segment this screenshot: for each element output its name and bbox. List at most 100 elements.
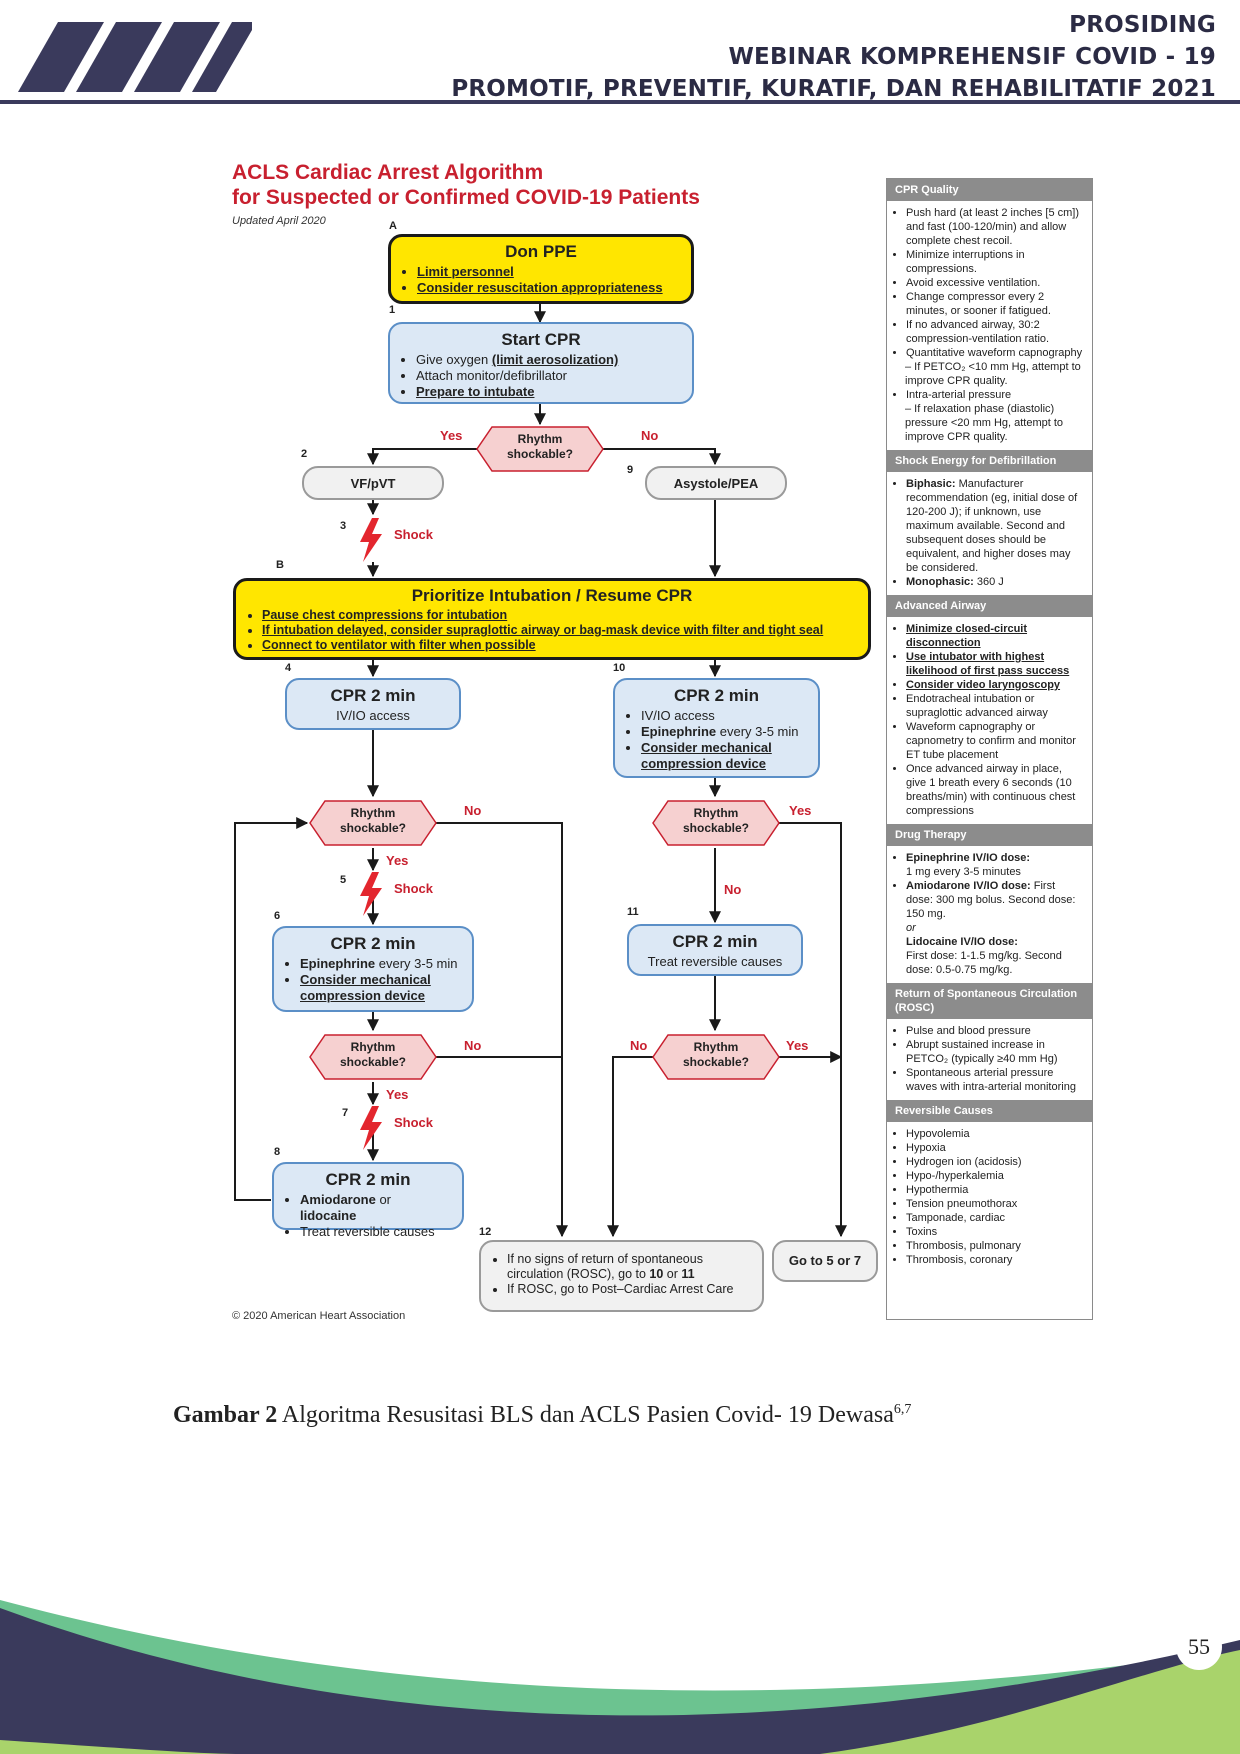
footer-wave-decoration [0,1600,1240,1754]
list-item: Consider mechanical compression device [300,972,460,1004]
header-subtitle-2: PROMOTIF, PREVENTIF, KURATIF, DAN REHABI… [451,76,1216,102]
rhythm-decision-diamond [309,800,437,846]
section-body: Minimize closed-circuit disconnection Us… [887,617,1092,824]
prioritize-intubation-box: Prioritize Intubation / Resume CPR Pause… [233,578,871,660]
header-stripes-logo [18,22,252,92]
rhythm-decision-diamond [309,1034,437,1080]
box-title: Don PPE [505,242,577,261]
section-heading: Shock Energy for Defibrillation [887,450,1092,472]
list-item: Amiodarone or lidocaine [300,1192,450,1224]
list-item: Epinephrine every 3-5 min [300,956,460,972]
asystole-pea-box: Asystole/PEA [645,466,787,500]
step-label: 3 [340,520,347,532]
shock-label: Shock [394,527,434,542]
cpr-2min-box-8: CPR 2 min Amiodarone or lidocaine Treat … [272,1162,464,1239]
list-item: Consider mechanical compression device [641,740,806,772]
step-label: 9 [627,464,634,476]
list-item: Connect to ventilator with filter when p… [262,638,856,653]
step-label: 8 [274,1146,281,1158]
section-body: Pulse and blood pressure Abrupt sustaine… [887,1019,1092,1100]
sidebar-panel: CPR Quality Push hard (at least 2 inches… [886,178,1093,1320]
no-label: No [464,803,482,818]
copyright-text: © 2020 American Heart Association [232,1310,406,1322]
no-label: No [724,882,742,897]
rhythm-decision-diamond [476,426,604,472]
yes-label: Yes [440,428,463,443]
box-title: CPR 2 min [673,686,760,705]
section-body: Hypovolemia Hypoxia Hydrogen ion (acidos… [887,1122,1092,1273]
rosc-check-box-12: If no signs of return of spontaneous cir… [479,1240,764,1312]
step-label: 12 [479,1226,492,1238]
vf-pvt-box: VF/pVT [302,466,444,500]
section-body: Epinephrine IV/IO dose:1 mg every 3-5 mi… [887,846,1092,983]
flowchart-connectors [234,304,847,1238]
box-title: CPR 2 min [325,1170,411,1189]
cpr-2min-box-11: CPR 2 min Treat reversible causes [627,924,803,976]
don-ppe-box: Don PPE Limit personnel Consider resusci… [388,234,694,304]
cpr-2min-box-4: CPR 2 min IV/IO access [285,678,461,730]
step-label: A [389,220,397,232]
box-title: CPR 2 min [672,932,758,951]
step-label: 7 [342,1107,349,1119]
flowchart-updated-date: Updated April 2020 [232,215,326,227]
section-heading: Drug Therapy [887,824,1092,846]
header-title: PROSIDING [1069,12,1216,38]
page-number: 55 [1176,1624,1222,1670]
rhythm-decision-diamond [652,1034,780,1080]
rhythm-decision-diamond [652,800,780,846]
box-title: CPR 2 min [330,686,416,705]
no-label: No [464,1038,482,1053]
step-label: B [276,559,284,571]
yes-label: Yes [386,853,409,868]
yes-label: Yes [789,803,812,818]
box-title: CPR 2 min [330,934,416,953]
list-item: Prepare to intubate [416,384,680,400]
shock-label: Shock [394,881,434,896]
cpr-2min-box-6: CPR 2 min Epinephrine every 3-5 min Cons… [272,926,474,1012]
no-label: No [641,428,659,443]
box-title: Asystole/PEA [673,476,759,491]
list-item: Give oxygen (limit aerosolization) [416,352,680,368]
header-rule [0,100,1240,104]
step-label: 5 [340,874,347,886]
list-item: If ROSC, go to Post–Cardiac Arrest Care [507,1282,750,1297]
cpr-2min-box-10: CPR 2 min IV/IO access Epinephrine every… [613,678,820,778]
box-title: Start CPR [501,330,581,349]
section-body: Biphasic: Manufacturer recommendation (e… [887,472,1092,595]
goto-box: Go to 5 or 7 [772,1240,878,1282]
section-heading: CPR Quality [887,179,1092,201]
step-label: 11 [627,906,639,918]
section-heading: Return of Spontaneous Circulation (ROSC) [887,983,1092,1019]
list-item: If intubation delayed, consider supraglo… [262,623,856,638]
list-item: Consider resuscitation appropriateness [417,280,679,296]
box-title: Prioritize Intubation / Resume CPR [411,586,693,605]
box-title: VF/pVT [350,476,396,491]
list-item: Epinephrine every 3-5 min [641,724,806,740]
step-label: 1 [389,304,396,316]
yes-label: Yes [786,1038,809,1053]
step-label: 10 [613,662,626,674]
list-item: Treat reversible causes [300,1224,450,1240]
flowchart-title: ACLS Cardiac Arrest Algorithm for Suspec… [232,161,700,209]
list-item: IV/IO access [641,708,806,724]
figure-caption: Gambar 2 Algoritma Resusitasi BLS dan AC… [173,1402,912,1428]
step-label: 6 [274,910,281,922]
list-item: Limit personnel [417,264,679,280]
list-item: Pause chest compressions for intubation [262,608,856,623]
step-label: 2 [301,448,308,460]
section-heading: Reversible Causes [887,1100,1092,1122]
start-cpr-box: Start CPR Give oxygen (limit aerosolizat… [388,322,694,404]
list-item: If no signs of return of spontaneous cir… [507,1252,750,1282]
shock-bolt-icon [360,518,382,562]
no-label: No [630,1038,648,1053]
section-body: Push hard (at least 2 inches [5 cm]) and… [887,201,1092,450]
section-heading: Advanced Airway [887,595,1092,617]
shock-bolt-icon [360,872,382,916]
shock-label: Shock [394,1115,434,1130]
header-subtitle: WEBINAR KOMPREHENSIF COVID - 19 [728,44,1216,70]
yes-label: Yes [386,1087,409,1102]
